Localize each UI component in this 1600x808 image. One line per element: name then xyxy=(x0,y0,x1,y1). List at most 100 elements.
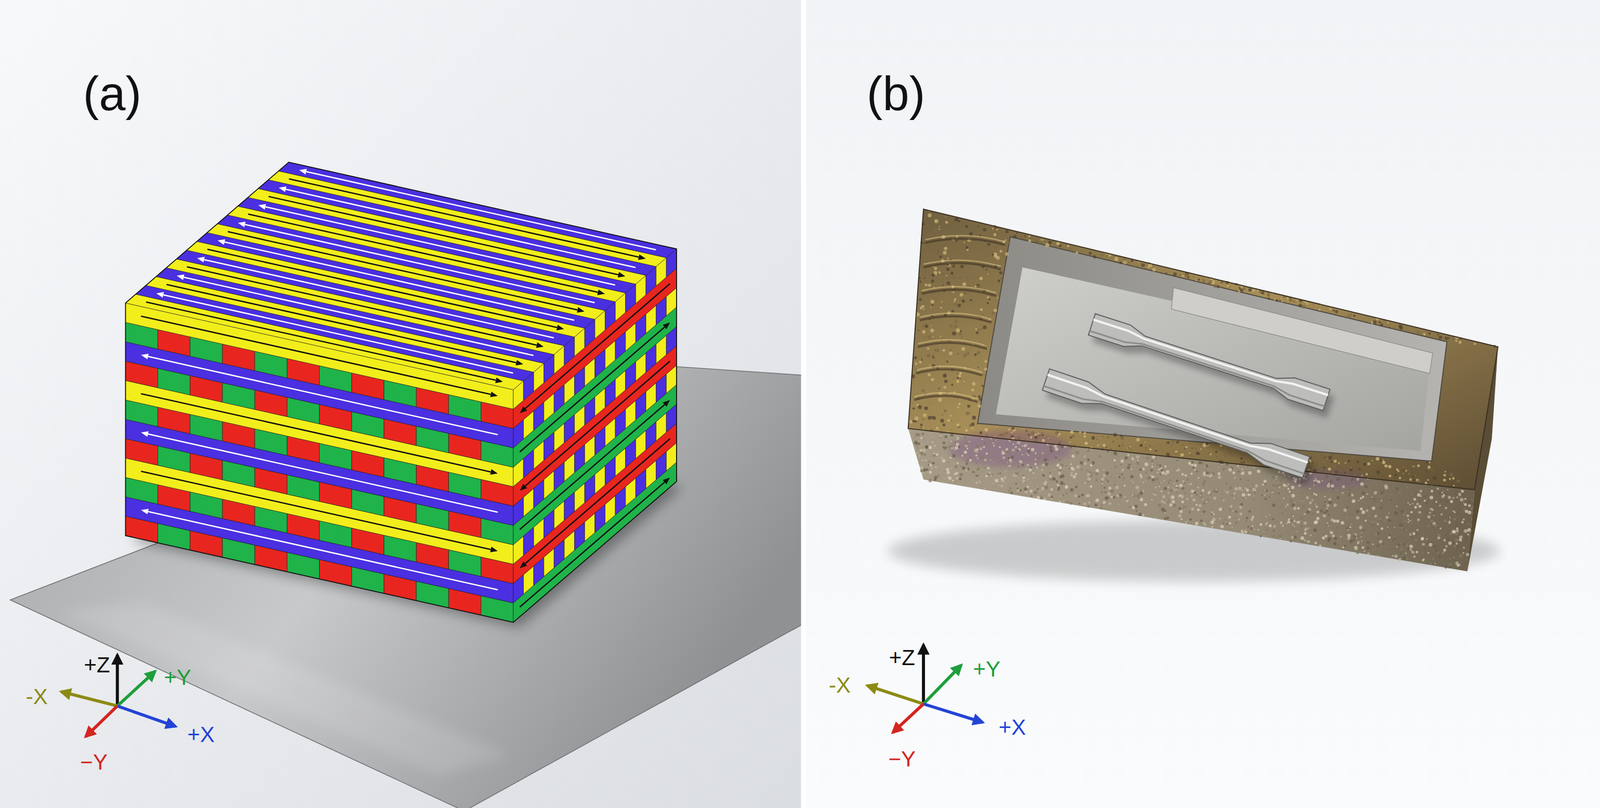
grain xyxy=(977,328,981,332)
grain xyxy=(1293,525,1296,528)
grain xyxy=(1043,458,1048,462)
grain xyxy=(1353,539,1356,542)
layer-side xyxy=(513,461,677,623)
grain xyxy=(1306,510,1311,514)
grain xyxy=(933,444,937,447)
grain xyxy=(1047,493,1051,497)
grain xyxy=(1092,255,1096,259)
grain xyxy=(1235,288,1237,290)
grain xyxy=(1360,540,1363,542)
scan-arrowhead xyxy=(176,274,185,281)
grain xyxy=(930,328,934,333)
grain xyxy=(1080,468,1083,471)
grain xyxy=(1313,532,1315,534)
grain xyxy=(1080,249,1083,252)
grain xyxy=(960,265,964,269)
grain xyxy=(920,437,923,440)
grain xyxy=(1364,519,1367,522)
scan-arrowhead xyxy=(196,256,205,263)
grain xyxy=(1379,499,1381,501)
grain xyxy=(1322,513,1327,518)
grain xyxy=(1268,524,1273,528)
grain xyxy=(1205,500,1207,502)
grain xyxy=(948,476,952,480)
grain xyxy=(986,301,989,304)
grain xyxy=(989,459,992,461)
grain xyxy=(1306,302,1309,305)
grain xyxy=(1359,507,1364,511)
grain xyxy=(1415,550,1419,554)
grain xyxy=(1228,467,1233,472)
grain xyxy=(1069,487,1074,492)
grain xyxy=(1148,486,1150,488)
grain xyxy=(974,462,976,464)
grain xyxy=(1447,488,1449,491)
grain xyxy=(951,454,956,458)
grain xyxy=(929,364,931,366)
scan-arrowhead xyxy=(662,322,670,329)
grain xyxy=(933,216,936,219)
grain xyxy=(964,437,967,439)
grain xyxy=(949,324,953,328)
grain xyxy=(971,415,976,420)
grain xyxy=(1122,477,1125,480)
grain xyxy=(1063,464,1065,466)
grain xyxy=(1384,533,1386,535)
grain xyxy=(1384,495,1386,497)
grain xyxy=(1033,491,1038,495)
grain xyxy=(1406,514,1409,518)
grain xyxy=(1394,512,1398,516)
grain xyxy=(1063,471,1065,473)
grain xyxy=(1222,499,1225,502)
grain xyxy=(1443,491,1445,493)
grain xyxy=(925,271,927,273)
grain xyxy=(1092,472,1094,474)
grain xyxy=(1240,471,1243,473)
grain xyxy=(1166,516,1170,520)
grain xyxy=(928,479,932,483)
grain xyxy=(1161,471,1165,475)
grain xyxy=(916,446,919,449)
grain xyxy=(927,470,929,472)
grain xyxy=(1416,532,1419,535)
grain xyxy=(1287,520,1291,524)
grain xyxy=(1462,546,1465,549)
scan-arrowhead xyxy=(597,289,605,296)
grain xyxy=(1451,530,1456,534)
grain xyxy=(992,482,994,484)
grain xyxy=(1284,538,1286,540)
grain xyxy=(924,459,927,461)
grain xyxy=(1440,513,1443,516)
grain xyxy=(927,221,929,223)
grain xyxy=(1011,448,1015,452)
grain xyxy=(1222,508,1224,511)
grain xyxy=(1199,519,1203,523)
grain xyxy=(1452,337,1454,339)
grain xyxy=(976,448,979,451)
grain xyxy=(1041,239,1044,242)
grain xyxy=(1197,477,1200,479)
grain xyxy=(1183,482,1186,484)
grain xyxy=(1083,455,1087,458)
grain xyxy=(1337,516,1341,519)
grain xyxy=(1424,500,1428,505)
grain xyxy=(1265,516,1267,518)
grain xyxy=(937,250,940,253)
grain xyxy=(1303,521,1307,525)
grain xyxy=(1274,526,1276,528)
grain xyxy=(930,403,932,405)
grain xyxy=(1239,478,1242,481)
grain xyxy=(1380,527,1384,531)
grain xyxy=(942,423,946,427)
grain xyxy=(1264,490,1266,492)
grain xyxy=(1104,496,1109,500)
grain xyxy=(1313,480,1316,483)
grain xyxy=(1427,551,1430,554)
grain xyxy=(968,458,972,462)
grain xyxy=(961,466,966,470)
grain xyxy=(959,372,962,375)
grain xyxy=(1210,520,1214,524)
grain xyxy=(1242,496,1246,500)
grain xyxy=(1290,513,1295,518)
grain xyxy=(928,445,932,449)
